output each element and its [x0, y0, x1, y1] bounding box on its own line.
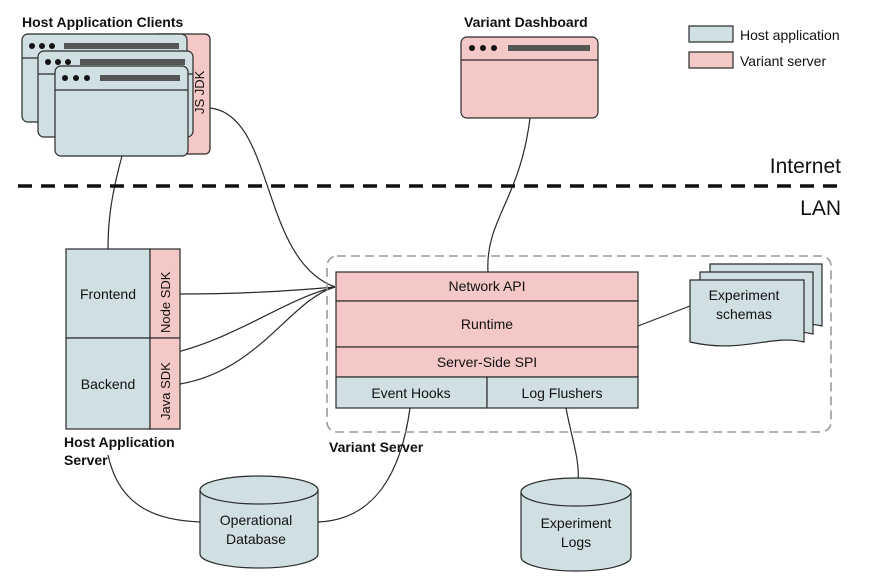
network-api-label: Network API	[448, 278, 525, 294]
host-server-caption-line2: Server	[64, 452, 108, 468]
legend: Host application Variant server	[688, 25, 840, 69]
javasdk-to-network-api-line	[179, 286, 336, 385]
internet-label: Internet	[770, 155, 841, 178]
variant-server: Network API Runtime Server-Side SPI Even…	[326, 255, 832, 455]
spi-label: Server-Side SPI	[437, 354, 537, 370]
op-db-label-line2: Database	[226, 531, 286, 547]
lan-label: LAN	[800, 197, 841, 220]
logflushers-to-logs-line	[565, 407, 579, 483]
clients-to-frontend-line	[107, 155, 123, 250]
experiment-schemas-docs: Experiment schemas	[689, 263, 823, 347]
backend-label: Backend	[81, 376, 135, 392]
spi-box	[335, 346, 639, 378]
jsdk-to-network-api-line	[209, 107, 336, 288]
logs-label-line1: Experiment	[541, 515, 612, 531]
legend-host-swatch	[688, 25, 734, 43]
java-sdk-label: Java SDK	[158, 362, 173, 420]
log-flushers-label: Log Flushers	[522, 385, 603, 401]
host-application-server: Frontend Node SDK Backend Java SDK Host …	[64, 248, 181, 468]
event-hooks-box	[335, 376, 488, 409]
host-to-database-line	[107, 454, 201, 523]
backend-box	[65, 337, 151, 430]
host-server-caption-line1: Host Application	[64, 434, 175, 450]
js-jdk-label: JS JDK	[192, 70, 207, 114]
event-hooks-label: Event Hooks	[371, 385, 450, 401]
eventhooks-to-database-line	[317, 407, 411, 523]
node-sdk-label: Node SDK	[158, 271, 173, 333]
node-sdk-box	[149, 248, 181, 339]
log-flushers-box	[486, 376, 639, 409]
dashboard-title: Variant Dashboard	[464, 14, 588, 30]
variant-server-boundary	[326, 255, 832, 433]
legend-variant-label: Variant server	[740, 53, 826, 69]
experiment-logs-database: Experiment Logs	[520, 477, 632, 572]
clients-title: Host Application Clients	[22, 14, 183, 30]
schemas-label-line1: Experiment	[709, 287, 780, 303]
operational-database: Operational Database	[199, 475, 319, 569]
runtime-to-schemas-line	[637, 305, 691, 327]
runtime-label: Runtime	[461, 316, 513, 332]
java-sdk-box	[149, 337, 181, 430]
dashboard-window	[460, 36, 599, 119]
logs-label-line2: Logs	[561, 534, 591, 550]
variant-server-caption: Variant Server	[329, 439, 424, 455]
dashboard-to-network-api-line	[487, 117, 531, 273]
frontend-label: Frontend	[80, 286, 136, 302]
op-db-label-line1: Operational	[220, 512, 292, 528]
legend-host-label: Host application	[740, 27, 840, 43]
schemas-label-line2: schemas	[716, 306, 772, 322]
legend-variant-swatch	[688, 51, 734, 69]
nodesdk-to-network-api-line	[179, 286, 336, 295]
client-window-3	[54, 65, 189, 157]
